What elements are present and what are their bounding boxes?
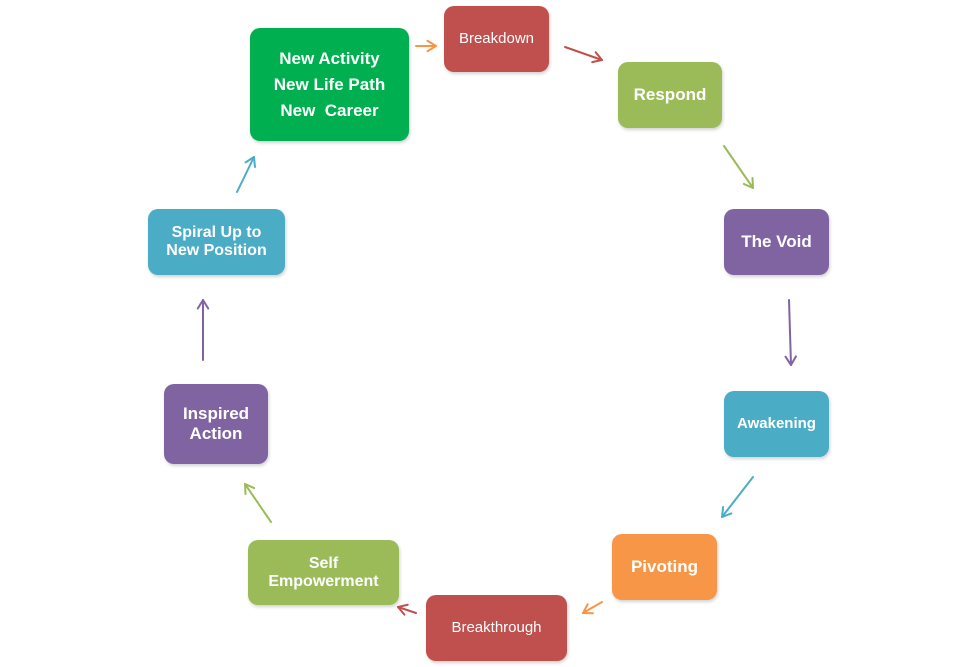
node-label-line: Breakthrough [451,619,542,636]
node-breakthrough: Breakthrough [426,595,567,661]
arrow-pivoting-to-breakthrough [582,601,603,615]
node-label-line: Breakdown [458,30,535,47]
arrow-breakdown-to-respond [564,46,603,64]
node-label-line: New Activity [279,48,380,68]
arrow-respond-to-the-void [723,145,754,189]
node-self-empowerment: Self Empowerment [248,540,399,605]
node-label-line: Spiral Up to [171,224,262,241]
node-label-line: The Void [741,232,812,251]
node-respond: Respond [618,62,722,128]
node-label-line: New Career [280,100,379,120]
arrow-new-activity-to-breakdown [415,39,437,53]
node-label-line: Self [308,554,339,572]
node-new-activity: New Activity New Life Path New Career [250,28,409,141]
node-label-line: New Position [166,242,267,259]
arrow-inspired-action-to-spiral-up [196,299,210,361]
arrow-spiral-up-to-new-activity [236,156,256,193]
node-label-line: New Life Path [273,74,386,94]
node-the-void: The Void [724,209,829,275]
arrow-awakening-to-pivoting [721,476,754,518]
node-label-line: Respond [633,85,707,104]
node-awakening: Awakening [724,391,829,457]
arrow-the-void-to-awakening [784,299,797,366]
arrow-self-empowerment-to-inspired-action [244,483,272,523]
node-label-line: Pivoting [630,557,699,576]
node-label-line: Action [189,424,243,443]
node-inspired-action: Inspired Action [164,384,268,464]
node-pivoting: Pivoting [612,534,717,600]
node-spiral-up: Spiral Up to New Position [148,209,285,275]
node-label-line: Inspired [182,404,250,423]
node-label-line: Empowerment [268,572,379,590]
arrow-breakthrough-to-self-empowerment [397,603,417,616]
node-breakdown: Breakdown [444,6,549,72]
node-label-line: Awakening [737,415,816,432]
